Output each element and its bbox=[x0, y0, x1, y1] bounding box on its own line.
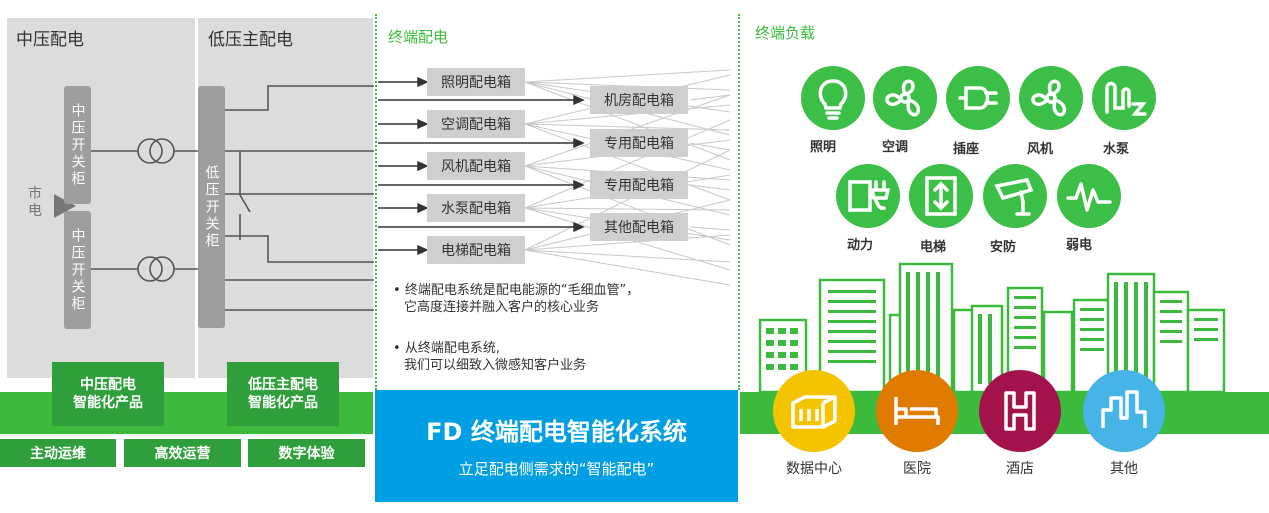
hotel-icon bbox=[979, 370, 1061, 452]
lv-title: 低压主配电 bbox=[208, 30, 293, 50]
terminal-box-hvac: 空调配电箱 bbox=[427, 110, 525, 138]
fan-icon bbox=[873, 66, 937, 130]
fd-system-title: FD 终端配电智能化系统 bbox=[426, 418, 687, 446]
mv-product-box: 中压配电 智能化产品 bbox=[52, 362, 164, 426]
grid-label: 市电 bbox=[28, 186, 42, 219]
power-icon bbox=[836, 164, 900, 228]
load-title: 终端负载 bbox=[755, 24, 816, 42]
mv-lv-wiring bbox=[91, 85, 374, 311]
bed-icon bbox=[876, 370, 958, 452]
fd-system-box: FD 终端配电智能化系统 立足配电侧需求的“智能配电” bbox=[375, 390, 738, 502]
mv-product-line2: 智能化产品 bbox=[73, 395, 143, 411]
city-icon bbox=[1083, 370, 1165, 452]
grid-triangle-icon bbox=[54, 194, 76, 218]
mv-product-line1: 中压配电 bbox=[80, 377, 136, 393]
signal-icon bbox=[1057, 164, 1121, 228]
venue-label-hospital: 医院 bbox=[903, 461, 931, 477]
bulb-icon bbox=[801, 66, 865, 130]
bullet-2: • 从终端配电系统, 我们可以细致入微感知客户业务 bbox=[393, 341, 587, 373]
mv-switchgear-bottom: 中压开关柜 bbox=[64, 211, 91, 329]
tag-digital-experience: 数字体验 bbox=[248, 439, 365, 467]
terminal-box-fan: 风机配电箱 bbox=[427, 152, 525, 180]
load-label-elevator: 电梯 bbox=[919, 240, 946, 255]
fan-icon-2 bbox=[1019, 66, 1083, 130]
terminal-title: 终端配电 bbox=[388, 28, 449, 46]
terminal-box-server-room: 机房配电箱 bbox=[590, 86, 688, 114]
lv-panel bbox=[198, 18, 373, 378]
lv-product-line1: 低压主配电 bbox=[248, 377, 318, 393]
fd-system-subtitle: 立足配电侧需求的“智能配电” bbox=[458, 460, 655, 478]
terminal-box-dedicated-2: 专用配电箱 bbox=[590, 171, 688, 199]
bullet-1: • 终端配电系统是配电能源的“毛细血管”， 它高度连接并融入客户的核心业务 bbox=[393, 283, 640, 315]
tag-efficient-operation: 高效运营 bbox=[124, 439, 241, 467]
bullet-2-line1: 从终端配电系统, bbox=[404, 341, 500, 356]
load-label-lighting: 照明 bbox=[809, 140, 836, 155]
lv-switchgear: 低压开关柜 bbox=[198, 86, 225, 328]
plug-icon bbox=[946, 66, 1010, 130]
venue-label-datacenter: 数据中心 bbox=[786, 461, 842, 477]
load-label-hvac: 空调 bbox=[881, 140, 908, 155]
datacenter-icon bbox=[773, 370, 855, 452]
terminal-box-other: 其他配电箱 bbox=[590, 213, 688, 241]
tag-active-maintenance: 主动运维 bbox=[0, 439, 116, 467]
terminal-box-elevator: 电梯配电箱 bbox=[427, 236, 525, 264]
mv-title: 中压配电 bbox=[16, 30, 84, 50]
divider-left bbox=[375, 14, 377, 390]
pump-icon bbox=[1092, 66, 1156, 130]
camera-icon bbox=[983, 164, 1047, 228]
venue-label-other: 其他 bbox=[1110, 461, 1138, 477]
terminal-box-lighting: 照明配电箱 bbox=[427, 68, 525, 96]
terminal-box-dedicated-1: 专用配电箱 bbox=[590, 129, 688, 157]
divider-right bbox=[738, 14, 740, 390]
load-label-weak-current: 弱电 bbox=[1065, 238, 1092, 253]
load-label-security: 安防 bbox=[989, 240, 1016, 255]
load-label-fan: 风机 bbox=[1026, 142, 1053, 157]
mv-panel bbox=[7, 18, 195, 378]
venue-label-hotel: 酒店 bbox=[1006, 461, 1034, 477]
bullet-1-line1: 终端配电系统是配电能源的“毛细血管”， bbox=[404, 283, 640, 298]
load-label-socket: 插座 bbox=[952, 142, 979, 157]
bullet-1-line2: 它高度连接并融入客户的核心业务 bbox=[404, 300, 600, 315]
elevator-icon bbox=[909, 164, 973, 228]
lv-product-box: 低压主配电 智能化产品 bbox=[227, 362, 339, 426]
bullet-2-line2: 我们可以细致入微感知客户业务 bbox=[404, 358, 587, 373]
mv-switchgear-top: 中压开关柜 bbox=[64, 86, 91, 204]
load-label-power: 动力 bbox=[846, 238, 873, 253]
terminal-box-pump: 水泵配电箱 bbox=[427, 194, 525, 222]
load-label-pump: 水泵 bbox=[1102, 142, 1129, 157]
lv-product-line2: 智能化产品 bbox=[248, 395, 318, 411]
